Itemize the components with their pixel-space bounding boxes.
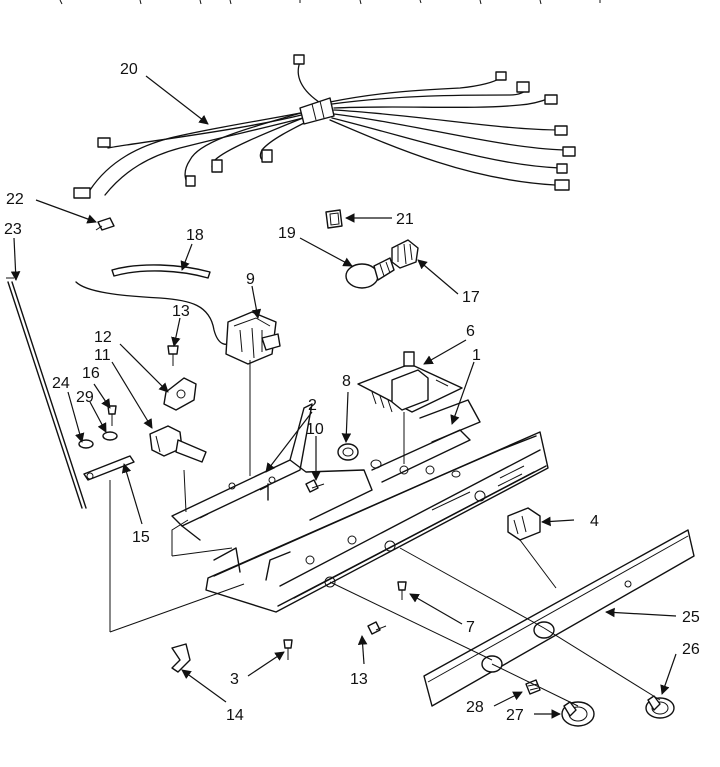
callout-6: 6: [466, 323, 475, 340]
damper-link: [83, 455, 135, 481]
washer: [102, 431, 118, 441]
callout-1: 1: [472, 347, 481, 364]
leader-lines: [10, 75, 677, 719]
mounting-plate: [171, 403, 373, 541]
callout-25: 25: [682, 609, 700, 626]
screw-left: [107, 405, 117, 426]
callout-4: 4: [590, 513, 599, 530]
callout-9: 9: [246, 271, 255, 288]
callout-16: 16: [82, 365, 100, 382]
screw-mid: [305, 479, 325, 493]
callout-labels: 20 22 23 21 19 18 17 9 13 12 11 16 24 29…: [4, 61, 700, 724]
callout-8: 8: [342, 373, 351, 390]
callout-21: 21: [396, 211, 414, 228]
bracket: [163, 377, 197, 411]
screw-lower-7: [397, 581, 407, 600]
callout-19: 19: [278, 225, 296, 242]
callout-3: 3: [230, 671, 239, 688]
switch: [507, 507, 541, 541]
thermostat: [149, 425, 207, 463]
callout-12: 12: [94, 329, 112, 346]
grommet: [337, 443, 359, 461]
knob-spring: [525, 679, 541, 695]
control: [225, 311, 281, 365]
clip-bottom: [171, 643, 191, 673]
callout-13-top: 13: [172, 303, 190, 320]
electronic-board: [357, 351, 463, 413]
callout-22: 22: [6, 191, 24, 208]
callout-15: 15: [132, 529, 150, 546]
callout-23: 23: [4, 221, 22, 238]
callout-2: 2: [308, 397, 317, 414]
screw-lower-3: [283, 639, 293, 660]
callout-11: 11: [94, 347, 111, 364]
callout-29: 29: [76, 389, 94, 406]
control-panel: [423, 529, 695, 707]
callout-28: 28: [466, 699, 484, 716]
knob-left: [561, 701, 595, 727]
callout-24: 24: [52, 375, 70, 392]
screw-top: [167, 345, 179, 366]
screw-lower-13: [367, 621, 387, 635]
assembly-lines: [109, 360, 661, 707]
capillary-tube: [75, 281, 237, 345]
wire-clip: [95, 217, 115, 231]
top-edge-marks: [59, 0, 601, 5]
callout-18: 18: [186, 227, 204, 244]
light-bulb: [345, 257, 395, 289]
callout-7: 7: [466, 619, 475, 636]
lamp-socket: [391, 239, 419, 269]
lamp-socket-clip: [325, 209, 343, 229]
callout-14: 14: [226, 707, 244, 724]
callout-20: 20: [120, 61, 138, 78]
callout-10: 10: [306, 421, 324, 438]
callout-26: 26: [682, 641, 700, 658]
wire-tube: [111, 264, 211, 279]
knob-right: [645, 695, 675, 719]
callout-17: 17: [462, 289, 480, 306]
control-rod: [6, 277, 87, 509]
washer-small: [78, 439, 94, 449]
wire-harness: [73, 54, 576, 199]
control-housing: [205, 399, 549, 613]
callout-27: 27: [506, 707, 524, 724]
callout-13-bottom: 13: [350, 671, 368, 688]
